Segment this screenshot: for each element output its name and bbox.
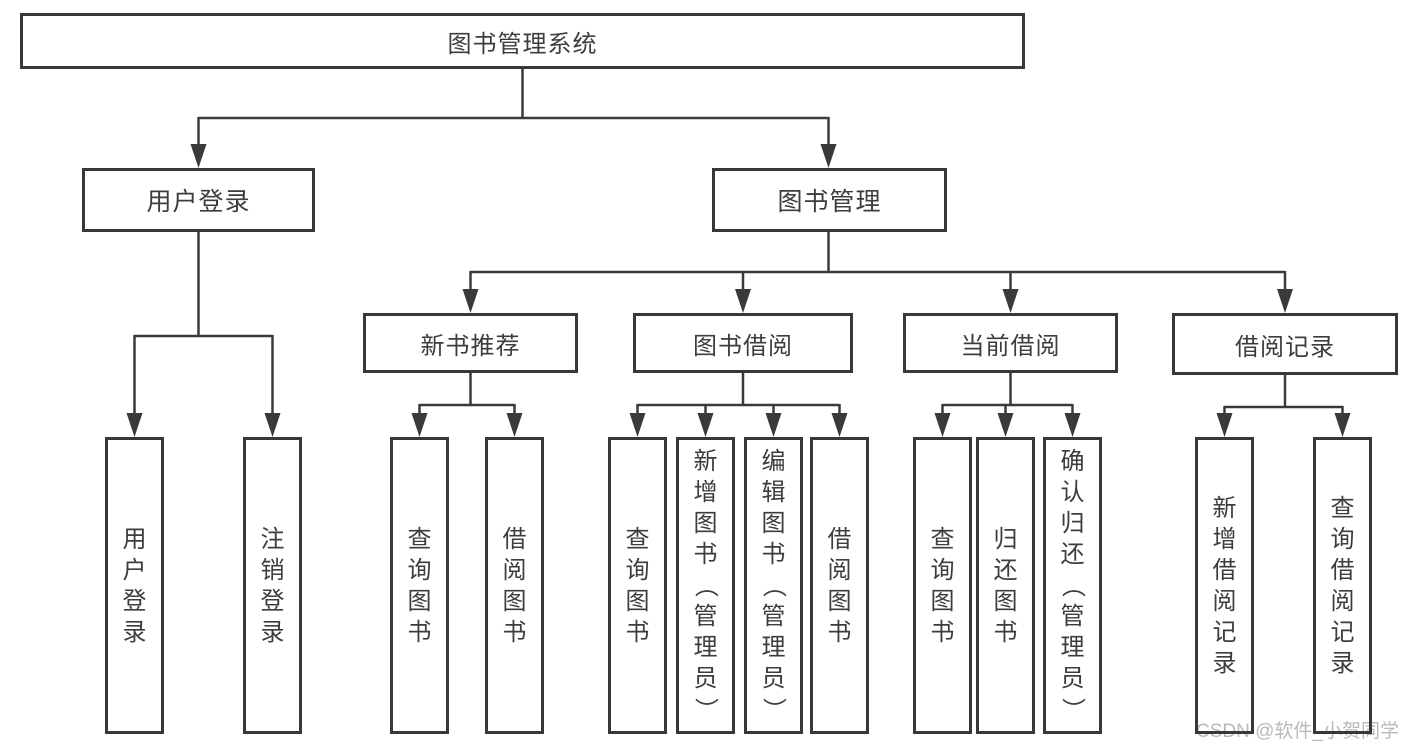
vertical-char: 增 bbox=[693, 479, 718, 506]
vertical-char: 登 bbox=[122, 587, 147, 615]
leaf-confirm-return-admin: 确认归还 （ 管理员 ） bbox=[1043, 437, 1102, 734]
vertical-char: 增 bbox=[1212, 525, 1237, 553]
vertical-char: 借 bbox=[1330, 556, 1355, 584]
vertical-char: 询 bbox=[930, 556, 955, 584]
vertical-char: 阅 bbox=[1330, 587, 1355, 615]
vertical-char: 书 bbox=[625, 618, 650, 646]
vertical-char: 新 bbox=[693, 448, 718, 475]
vertical-char: 销 bbox=[260, 556, 285, 584]
vertical-char: 理 bbox=[761, 634, 786, 661]
vertical-char: 录 bbox=[260, 618, 285, 646]
node-book-borrow: 图书借阅 bbox=[633, 313, 853, 373]
vertical-char: 确 bbox=[1060, 448, 1085, 475]
vertical-char: 询 bbox=[1330, 525, 1355, 553]
vertical-char: 图 bbox=[761, 510, 786, 537]
vertical-char: 编 bbox=[761, 448, 786, 475]
leaf-query-borrow-record: 查询借阅记录 bbox=[1313, 437, 1372, 734]
vertical-char: 认 bbox=[1060, 479, 1085, 506]
vertical-char: 图 bbox=[993, 587, 1018, 615]
leaf-borrow-book: 借阅图书 bbox=[810, 437, 869, 734]
vertical-char: 管 bbox=[693, 603, 718, 630]
node-borrow-record: 借阅记录 bbox=[1172, 313, 1398, 375]
leaf-query-book: 查询图书 bbox=[390, 437, 449, 734]
vertical-char: 询 bbox=[407, 556, 432, 584]
vertical-char: 查 bbox=[1330, 494, 1355, 522]
node-user-login: 用户登录 bbox=[82, 168, 315, 232]
vertical-char: 阅 bbox=[502, 556, 527, 584]
vertical-char: 借 bbox=[502, 525, 527, 553]
vertical-char: 书 bbox=[930, 618, 955, 646]
leaf-query-book: 查询图书 bbox=[608, 437, 667, 734]
vertical-char: 图 bbox=[827, 587, 852, 615]
vertical-char: 管 bbox=[761, 603, 786, 630]
vertical-char: 图 bbox=[693, 510, 718, 537]
node-label: 新书推荐 bbox=[420, 332, 521, 360]
node-label: 借阅记录 bbox=[1235, 333, 1335, 361]
node-label: 图书管理 bbox=[777, 188, 882, 216]
vertical-char: ） bbox=[692, 697, 719, 722]
node-library-management-system: 图书管理系统 bbox=[20, 13, 1025, 69]
leaf-add-book-admin: 新增图书 （ 管理员 ） bbox=[676, 437, 735, 734]
vertical-char: 录 bbox=[1330, 649, 1355, 677]
vertical-char: 录 bbox=[1212, 649, 1237, 677]
vertical-char: 借 bbox=[827, 525, 852, 553]
vertical-char: 新 bbox=[1212, 494, 1237, 522]
node-label: 当前借阅 bbox=[960, 332, 1061, 360]
vertical-char: 图 bbox=[407, 587, 432, 615]
csdn-watermark: CSDN @软件_小贺同学 bbox=[1196, 721, 1399, 742]
node-label: 图书借阅 bbox=[693, 332, 793, 360]
leaf-user-login: 用户登录 bbox=[105, 437, 164, 734]
vertical-char: 查 bbox=[930, 525, 955, 553]
vertical-char: 记 bbox=[1212, 618, 1237, 646]
vertical-char: 辑 bbox=[761, 479, 786, 506]
vertical-char: （ bbox=[760, 573, 787, 598]
leaf-logout: 注销登录 bbox=[243, 437, 302, 734]
vertical-char: （ bbox=[692, 573, 719, 598]
leaf-return-book: 归还图书 bbox=[976, 437, 1035, 734]
vertical-char: 图 bbox=[502, 587, 527, 615]
vertical-char: 用 bbox=[122, 525, 147, 553]
vertical-char: 查 bbox=[407, 525, 432, 553]
node-label: 图书管理系统 bbox=[447, 30, 598, 58]
vertical-char: 员 bbox=[1060, 665, 1085, 692]
vertical-char: 还 bbox=[993, 556, 1018, 584]
vertical-char: 录 bbox=[122, 618, 147, 646]
leaf-edit-book-admin: 编辑图书 （ 管理员 ） bbox=[744, 437, 803, 734]
vertical-char: 借 bbox=[1212, 556, 1237, 584]
vertical-char: 归 bbox=[1060, 510, 1085, 537]
vertical-char: 注 bbox=[260, 525, 285, 553]
vertical-char: ） bbox=[1059, 697, 1086, 722]
vertical-char: （ bbox=[1059, 573, 1086, 598]
vertical-char: 书 bbox=[407, 618, 432, 646]
vertical-char: 登 bbox=[260, 587, 285, 615]
leaf-borrow-book: 借阅图书 bbox=[485, 437, 544, 734]
vertical-char: 查 bbox=[625, 525, 650, 553]
vertical-char: 员 bbox=[693, 665, 718, 692]
vertical-char: 图 bbox=[930, 587, 955, 615]
vertical-char: 还 bbox=[1060, 541, 1085, 568]
vertical-char: 书 bbox=[827, 618, 852, 646]
vertical-char: 理 bbox=[1060, 634, 1085, 661]
vertical-char: 图 bbox=[625, 587, 650, 615]
vertical-char: 记 bbox=[1330, 618, 1355, 646]
vertical-char: 阅 bbox=[1212, 587, 1237, 615]
vertical-char: 员 bbox=[761, 665, 786, 692]
vertical-char: 理 bbox=[693, 634, 718, 661]
vertical-char: 询 bbox=[625, 556, 650, 584]
vertical-char: ） bbox=[760, 697, 787, 722]
node-label: 用户登录 bbox=[146, 188, 251, 216]
leaf-query-book: 查询图书 bbox=[913, 437, 972, 734]
vertical-char: 书 bbox=[993, 618, 1018, 646]
vertical-char: 书 bbox=[693, 541, 718, 568]
leaf-add-borrow-record: 新增借阅记录 bbox=[1195, 437, 1254, 734]
node-book-management: 图书管理 bbox=[712, 168, 947, 232]
node-new-book-recommend: 新书推荐 bbox=[363, 313, 578, 373]
vertical-char: 书 bbox=[502, 618, 527, 646]
vertical-char: 归 bbox=[993, 525, 1018, 553]
vertical-char: 阅 bbox=[827, 556, 852, 584]
vertical-char: 户 bbox=[122, 556, 147, 584]
vertical-char: 书 bbox=[761, 541, 786, 568]
node-current-borrow: 当前借阅 bbox=[903, 313, 1118, 373]
vertical-char: 管 bbox=[1060, 603, 1085, 630]
